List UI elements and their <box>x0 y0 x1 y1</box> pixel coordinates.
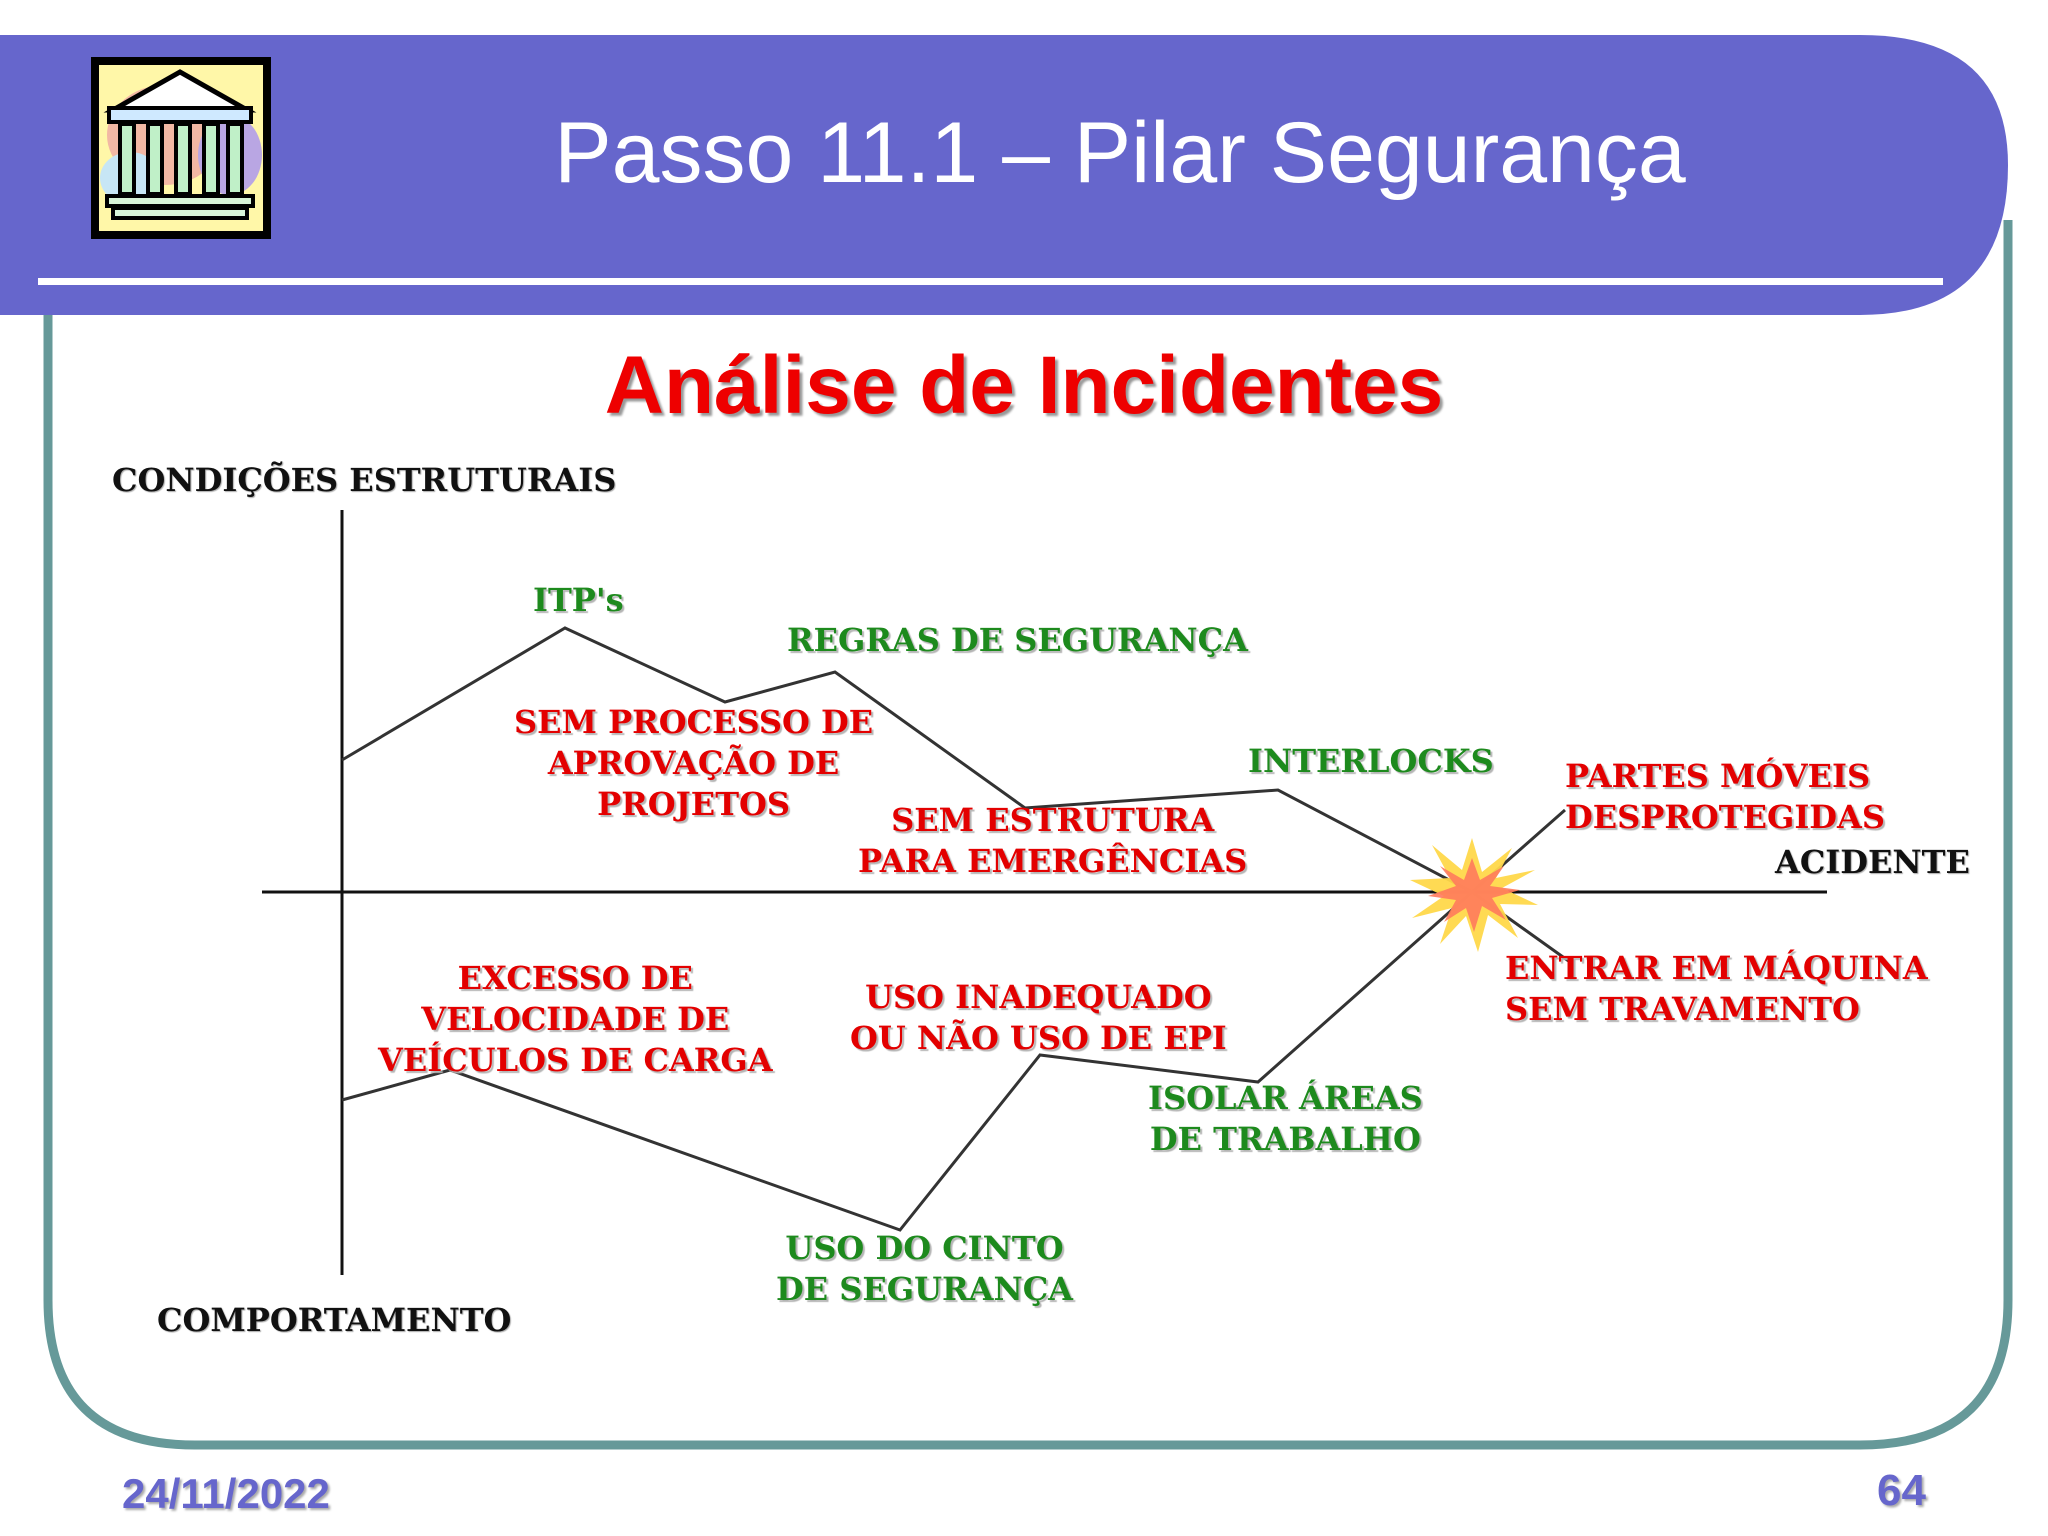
label-sem-estrutura: SEM ESTRUTURA PARA EMERGÊNCIAS <box>858 801 1248 880</box>
axis-top-label: CONDIÇÕES ESTRUTURAIS <box>112 461 617 499</box>
label-itps: ITP's <box>533 581 624 619</box>
header-band <box>0 35 2008 315</box>
label-regras-de-seguranca: REGRAS DE SEGURANÇA <box>787 621 1248 659</box>
axis-bottom-label: COMPORTAMENTO <box>157 1301 512 1339</box>
label-sem-processo: SEM PROCESSO DE APROVAÇÃO DE PROJETOS <box>514 703 874 823</box>
label-interlocks: INTERLOCKS <box>1248 742 1494 780</box>
page-title: Passo 11.1 – Pilar Segurança <box>554 105 1686 201</box>
footer-page-number: 64 <box>1877 1466 1926 1515</box>
frame-border <box>43 220 2013 1450</box>
footer-date: 24/11/2022 <box>122 1470 330 1517</box>
slide-subtitle: Análise de Incidentes <box>604 340 1444 431</box>
temple-pillars-icon <box>91 57 271 239</box>
axis-right-label: ACIDENTE <box>1775 843 1970 881</box>
header-rule <box>38 278 1943 285</box>
upper-path-line <box>341 626 1566 894</box>
label-isolar-areas: ISOLAR ÁREAS DE TRABALHO <box>1148 1079 1423 1158</box>
label-partes-moveis: PARTES MÓVEIS DESPROTEGIDAS <box>1565 757 1885 836</box>
accident-starburst-icon <box>1410 838 1538 952</box>
label-uso-inadequado-epi: USO INADEQUADO OU NÃO USO DE EPI <box>850 978 1227 1057</box>
label-entrar-em-maquina: ENTRAR EM MÁQUINA SEM TRAVAMENTO <box>1505 949 1928 1028</box>
label-uso-do-cinto: USO DO CINTO DE SEGURANÇA <box>776 1229 1073 1308</box>
label-excesso-velocidade: EXCESSO DE VELOCIDADE DE VEÍCULOS DE CAR… <box>378 959 773 1079</box>
